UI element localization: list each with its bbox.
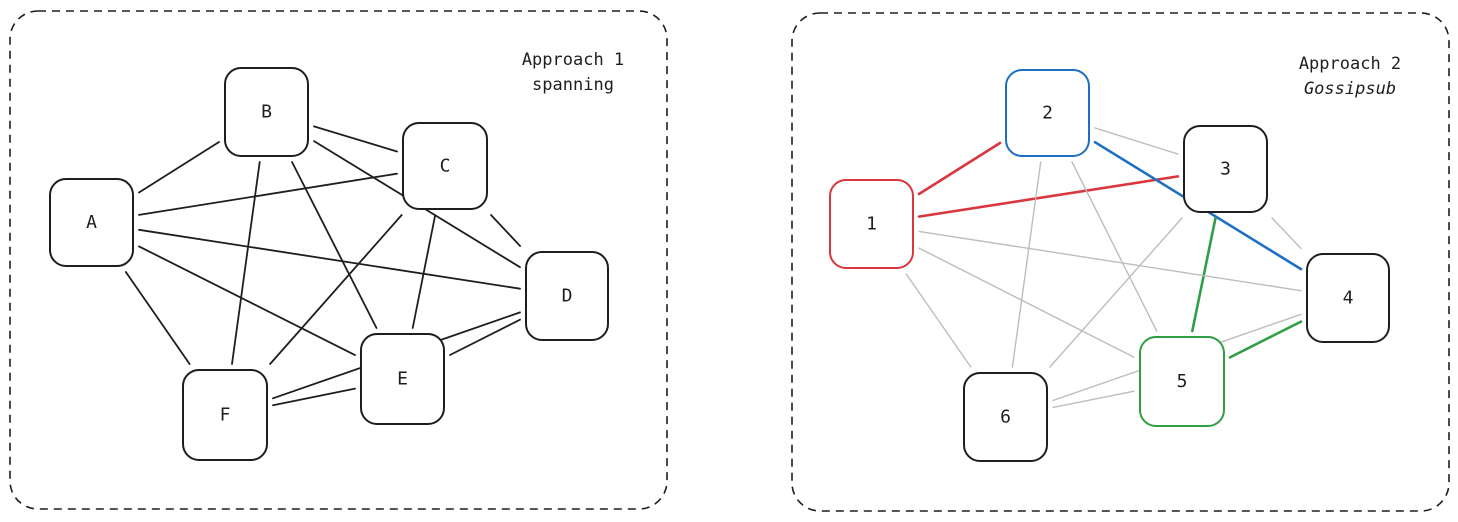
approach1-frame (9, 10, 668, 510)
edge-approach2-3-5 (1191, 216, 1217, 333)
edge-approach1-B-F (231, 161, 261, 365)
node-box (963, 372, 1048, 462)
edge-approach1-C-D (490, 214, 521, 247)
node-label: A (86, 212, 97, 233)
edges-layer (124, 125, 1303, 409)
node-label: 6 (1000, 407, 1011, 428)
edge-approach2-1-2 (917, 141, 1002, 196)
node-approach2-4: 4 (1306, 253, 1390, 343)
node-box (1183, 125, 1268, 213)
approach2-title-line1: Approach 2 (1299, 54, 1401, 74)
node-approach2-3: 3 (1183, 125, 1268, 213)
node-approach1-B: B (224, 67, 309, 157)
edge-approach1-A-B (138, 141, 220, 194)
nodes-layer: A B C D E F 1 2 3 4 5 6 (49, 67, 1390, 462)
node-label: 4 (1343, 288, 1354, 309)
approach1-title-line2: spanning (532, 75, 614, 95)
edge-approach1-B-C (313, 125, 398, 153)
edge-approach2-2-5 (1071, 161, 1158, 332)
node-approach2-1: 1 (829, 179, 914, 269)
edge-approach2-1-6 (905, 273, 972, 368)
node-approach1-A: A (49, 178, 134, 267)
node-label: 1 (866, 214, 877, 235)
approach1-title-line1: Approach 1 (522, 50, 624, 70)
node-box (49, 178, 134, 267)
edge-approach2-4-5 (1228, 320, 1303, 359)
edge-approach1-A-F (124, 271, 191, 365)
edge-approach2-5-6 (1052, 390, 1135, 409)
approach2-title-line2: Gossipsub (1304, 79, 1396, 99)
node-approach1-D: D (525, 251, 609, 341)
node-box (182, 369, 268, 461)
node-box (1139, 336, 1225, 427)
node-approach1-F: F (182, 369, 268, 461)
edge-approach1-C-E (411, 214, 437, 329)
approach2-frame (791, 12, 1450, 512)
node-label: D (562, 286, 573, 307)
node-box (224, 67, 309, 157)
edge-approach1-A-C (138, 172, 398, 216)
edge-approach2-1-3 (917, 175, 1180, 218)
edge-approach1-D-E (449, 318, 521, 356)
edge-approach2-2-6 (1011, 161, 1042, 368)
edge-approach1-A-E (138, 245, 356, 357)
edge-approach1-C-F (269, 214, 403, 365)
node-approach2-2: 2 (1005, 69, 1090, 157)
edge-approach2-3-4 (1271, 217, 1302, 250)
node-label: 2 (1042, 103, 1053, 124)
node-box (360, 333, 445, 425)
node-label: 5 (1177, 371, 1188, 392)
node-approach1-C: C (402, 122, 488, 210)
node-approach2-6: 6 (963, 372, 1048, 462)
node-approach1-E: E (360, 333, 445, 425)
node-box (402, 122, 488, 210)
node-approach2-5: 5 (1139, 336, 1225, 427)
node-label: 3 (1220, 159, 1231, 180)
edge-approach2-1-5 (918, 247, 1135, 358)
edge-approach1-E-F (272, 387, 356, 407)
node-box (829, 179, 914, 269)
edge-approach2-3-6 (1049, 217, 1183, 368)
node-box (1005, 69, 1090, 157)
edge-approach2-2-3 (1094, 127, 1179, 155)
node-label: B (261, 102, 272, 123)
node-label: E (397, 369, 408, 390)
node-box (525, 251, 609, 341)
edge-approach1-A-D (138, 228, 521, 290)
node-label: F (220, 405, 231, 426)
edge-approach2-1-4 (918, 230, 1302, 292)
node-box (1306, 253, 1390, 343)
edge-approach1-B-E (291, 161, 378, 329)
node-label: C (440, 156, 451, 177)
